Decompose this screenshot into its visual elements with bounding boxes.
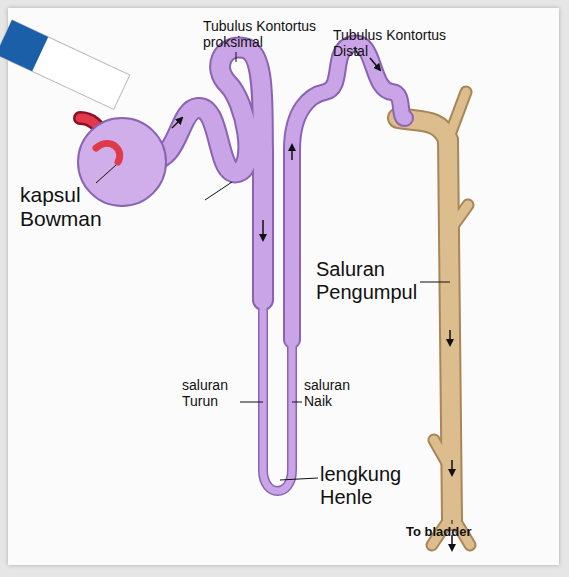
structure-label: kapsul Bowman (20, 183, 140, 231)
structure-label: lengkung Henle (320, 463, 430, 509)
structure-label: To bladder (406, 525, 506, 540)
flow-arrow (172, 58, 452, 550)
structure-label: Tubulus Kontortus proksimal (203, 18, 343, 50)
eraser-icon (0, 20, 130, 109)
structure-label: saluran Turun (182, 377, 242, 409)
collecting-duct (398, 92, 470, 545)
structure-label: saluran Naik (304, 377, 364, 409)
leader-line (96, 47, 452, 524)
structure-label: Saluran Pengumpul (316, 258, 446, 304)
structure-label: Tubulus Kontortus Distal (333, 27, 483, 59)
bowman-capsule (78, 118, 166, 206)
